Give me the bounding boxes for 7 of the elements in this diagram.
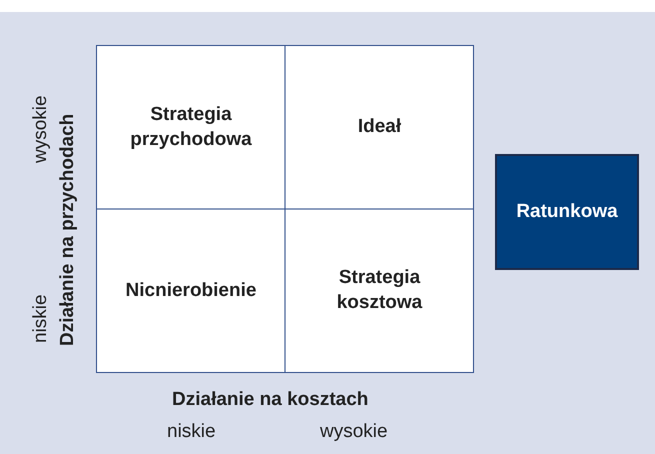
highlight-box: Ratunkowa <box>495 154 639 270</box>
axis-level-label: niskie <box>167 421 216 443</box>
axis-level-label: wysokie <box>30 95 52 163</box>
axis-level-label: niskie <box>30 294 52 343</box>
axis-level-label: wysokie <box>320 421 388 443</box>
axis-title: Działanie na kosztach <box>172 389 368 411</box>
axis-title: Działanie na przychodach <box>57 114 79 346</box>
